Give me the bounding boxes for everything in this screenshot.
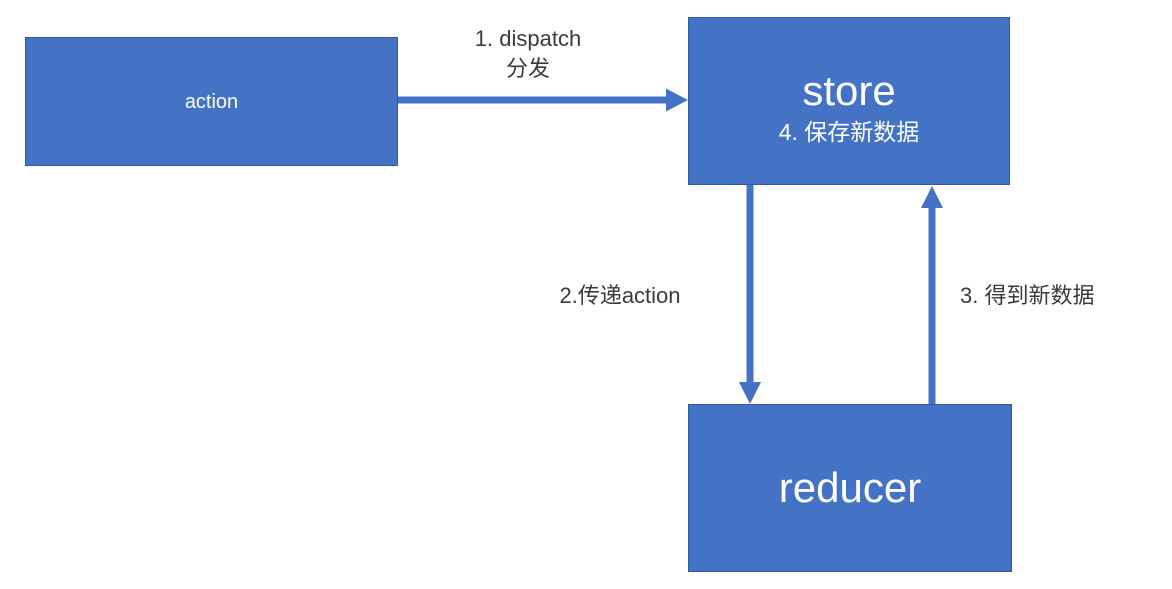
new-data-edge-label: 3. 得到新数据 xyxy=(960,283,1095,308)
action-node-label: action xyxy=(184,90,239,113)
dispatch-edge-label: 1. dispatch 分发 xyxy=(418,24,638,83)
dispatch-edge-label-line1: 1. dispatch xyxy=(474,26,582,51)
pass-action-edge-label: 2.传递action xyxy=(559,283,681,308)
dispatch-arrow xyxy=(398,88,688,112)
store-node-sublabel: 4. 保存新数据 xyxy=(778,118,920,145)
store-node-label: store xyxy=(802,66,896,114)
pass-action-arrow xyxy=(739,185,761,404)
new-data-arrow xyxy=(921,186,943,404)
node-action: action xyxy=(25,37,398,166)
dispatch-edge-label-line2: 分发 xyxy=(505,55,550,81)
node-reducer: reducer xyxy=(688,404,1012,572)
node-store: store 4. 保存新数据 xyxy=(688,17,1010,185)
reducer-node-label: reducer xyxy=(778,463,922,511)
